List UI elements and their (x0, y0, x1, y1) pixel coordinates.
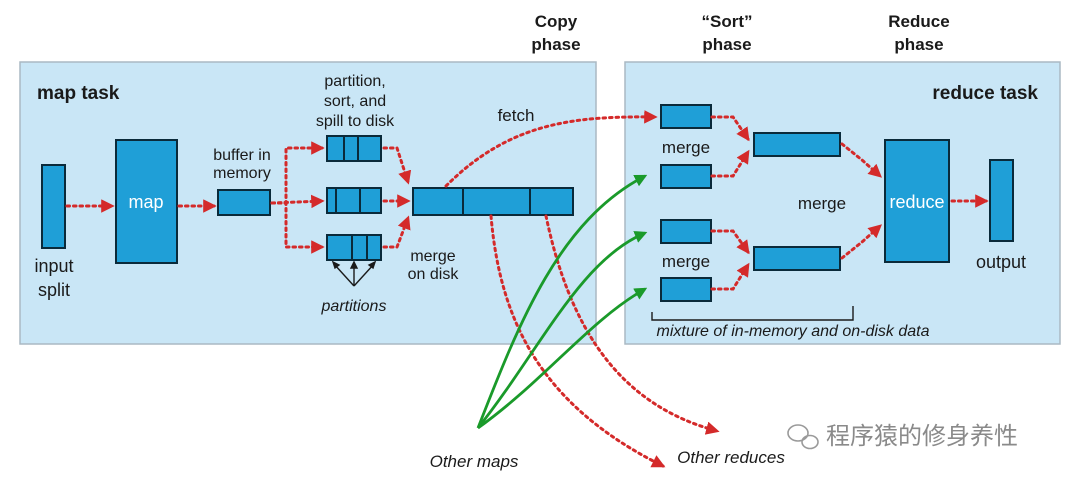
input-split-label-1: input (34, 256, 73, 276)
arrow-spill-3-to-merge (382, 215, 411, 249)
fetched-output-3 (660, 219, 712, 244)
merge-label-middle: merge (798, 194, 846, 213)
fetch-label: fetch (498, 106, 535, 125)
merge-on-disk-label-2: on disk (408, 266, 460, 283)
map-box (115, 139, 178, 264)
reduce-task-title: reduce task (932, 83, 1038, 104)
arrow-buffer-to-spill-3 (270, 201, 325, 254)
sort-phase-heading: “Sort” phase (702, 12, 753, 54)
arrow-merge-top-a (710, 115, 750, 142)
arrow-to-other-reduce-2 (544, 214, 720, 435)
mixture-label: mixture of in-memory and on-disk data (657, 323, 930, 340)
sort-phase-line-2: phase (702, 35, 751, 54)
wechat-icon (787, 424, 819, 450)
arrow-merge-top-b (710, 149, 750, 178)
map-box-label: map (128, 192, 163, 212)
buffer-label-2: memory (213, 165, 271, 182)
partition-label-3: spill to disk (316, 113, 395, 130)
copy-phase-line-1: Copy (535, 12, 578, 31)
merged-run-top (753, 132, 841, 157)
arrow-merge-bottom-a (710, 229, 750, 255)
data-flow-arrows (65, 110, 989, 468)
partition-label-2: sort, and (324, 93, 386, 110)
output-box (989, 159, 1014, 242)
buffer-label-1: buffer in (213, 147, 271, 164)
input-split-box (41, 164, 66, 249)
merge-on-disk-label-1: merge (410, 248, 455, 265)
arrow-to-other-reduce-1 (489, 214, 666, 468)
spill-file-3 (326, 234, 382, 261)
partitions-pointer-arrows (331, 260, 377, 287)
reduce-phase-line-1: Reduce (888, 12, 949, 31)
merged-run-bottom (753, 246, 841, 271)
other-maps-arrows (476, 174, 648, 430)
spill-file-1 (326, 135, 382, 162)
copy-phase-line-2: phase (531, 35, 580, 54)
reduce-phase-heading: Reduce phase (888, 12, 949, 54)
arrow-fetch (444, 110, 658, 188)
copy-phase-heading: Copy phase (531, 12, 580, 54)
fetched-output-4 (660, 277, 712, 302)
green-arrow-2 (476, 231, 648, 429)
merged-map-output-file (412, 187, 574, 216)
memory-buffer-box (217, 189, 271, 216)
arrow-run-bottom-to-reduce (840, 224, 883, 260)
other-reduces-label: Other reduces (677, 448, 785, 467)
map-task-title: map task (37, 83, 120, 104)
arrow-run-top-to-reduce (840, 142, 883, 178)
merge-label-top: merge (662, 138, 710, 157)
merge-label-bottom: merge (662, 252, 710, 271)
arrow-merge-bottom-b (710, 262, 750, 291)
other-maps-label: Other maps (430, 452, 519, 471)
arrow-spill-1-to-merge (382, 146, 412, 185)
partitions-label: partitions (321, 298, 387, 315)
green-arrow-3 (477, 287, 648, 430)
reduce-phase-line-2: phase (894, 35, 943, 54)
mixture-bracket (651, 306, 854, 321)
fetched-output-1 (660, 104, 712, 129)
green-arrow-1 (476, 174, 648, 429)
reduce-box (884, 139, 950, 263)
sort-phase-line-1: “Sort” (702, 12, 753, 31)
watermark-text: 程序猿的修身养性 (826, 422, 1018, 450)
reduce-box-label: reduce (889, 192, 944, 212)
input-split-label-2: split (38, 280, 70, 300)
fetched-output-2 (660, 164, 712, 189)
partition-label-1: partition, (324, 73, 385, 90)
spill-file-2 (326, 187, 382, 214)
output-label: output (976, 252, 1026, 272)
